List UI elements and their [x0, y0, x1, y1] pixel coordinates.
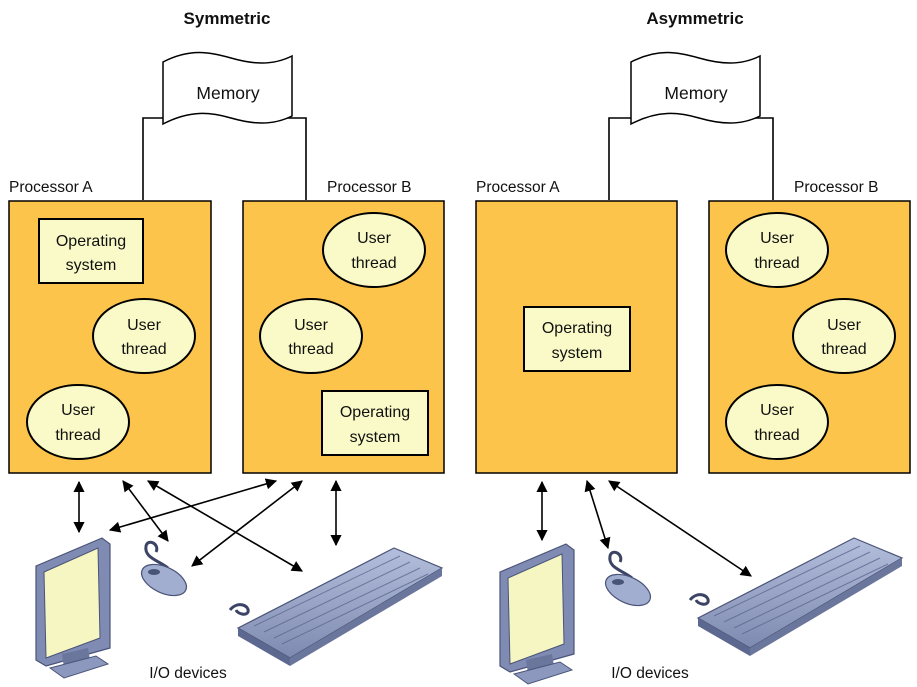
user-thread: User thread	[92, 298, 196, 374]
io-devices-label: I/O devices	[611, 665, 689, 682]
os-line-2: system	[66, 257, 117, 274]
mouse-icon	[604, 550, 652, 607]
memory-label: Memory	[664, 83, 727, 103]
os-rect	[38, 218, 144, 284]
thread-line-2: thread	[821, 341, 866, 358]
processor-a-label: Processor A	[476, 179, 560, 196]
thread-line-2: thread	[754, 427, 799, 444]
memory-bus-a	[608, 117, 641, 200]
thread-line-1: User	[61, 402, 95, 419]
memory-bus-b	[281, 117, 307, 200]
arrow-a-mouse	[584, 479, 611, 550]
os-line-2: system	[350, 429, 401, 446]
os-rect	[321, 390, 429, 456]
os-line-1: Operating	[340, 404, 410, 421]
io-arrows	[73, 478, 342, 572]
arrow-b-monitor	[108, 478, 278, 533]
thread-line-2: thread	[288, 341, 333, 358]
thread-line-2: thread	[754, 255, 799, 272]
symmetric-section: Symmetric Memory Processor A Operating s…	[8, 9, 445, 682]
os-box: Operating system	[321, 390, 429, 456]
thread-line-2: thread	[55, 427, 100, 444]
processor-a-label: Processor A	[9, 179, 93, 196]
thread-line-1: User	[760, 402, 794, 419]
arrow-a-mouse	[122, 480, 169, 542]
user-thread: User thread	[725, 384, 829, 460]
keyboard-icon	[228, 547, 444, 666]
thread-line-2: thread	[351, 255, 396, 272]
memory-bus-a	[142, 117, 175, 200]
asymmetric-memory: Memory	[608, 51, 774, 200]
symmetric-title: Symmetric	[184, 9, 271, 28]
keyboard-icon	[688, 537, 904, 656]
memory-label: Memory	[196, 83, 259, 103]
thread-line-1: User	[127, 317, 161, 334]
os-line-2: system	[552, 345, 603, 362]
os-line-1: Operating	[542, 320, 612, 337]
io-devices-label: I/O devices	[149, 665, 227, 682]
monitor-icon	[499, 543, 575, 685]
arrow-a-keyboard	[147, 480, 303, 572]
asymmetric-section: Asymmetric Memory Processor A Operating …	[475, 9, 911, 685]
thread-line-1: User	[760, 230, 794, 247]
os-rect	[523, 306, 631, 372]
thread-line-1: User	[827, 317, 861, 334]
user-thread: User thread	[259, 298, 363, 374]
processor-b-label: Processor B	[794, 179, 878, 196]
arrow-a-keyboard	[608, 480, 752, 577]
io-arrows	[536, 479, 752, 577]
memory-shape	[630, 51, 761, 126]
memory-shape	[162, 51, 293, 126]
user-thread: User thread	[322, 212, 426, 288]
thread-line-1: User	[357, 230, 391, 247]
arrow-b-mouse	[191, 480, 303, 567]
thread-line-2: thread	[121, 341, 166, 358]
os-line-1: Operating	[56, 233, 126, 250]
asymmetric-title: Asymmetric	[646, 9, 743, 28]
user-thread: User thread	[792, 298, 896, 374]
mouse-icon	[140, 540, 188, 597]
monitor-icon	[35, 537, 111, 679]
processor-b-label: Processor B	[327, 179, 411, 196]
os-box: Operating system	[523, 306, 631, 372]
user-thread: User thread	[725, 212, 829, 288]
memory-bus-b	[749, 117, 774, 200]
os-box: Operating system	[38, 218, 144, 284]
thread-line-1: User	[294, 317, 328, 334]
symmetric-memory: Memory	[142, 51, 307, 200]
user-thread: User thread	[26, 384, 130, 460]
